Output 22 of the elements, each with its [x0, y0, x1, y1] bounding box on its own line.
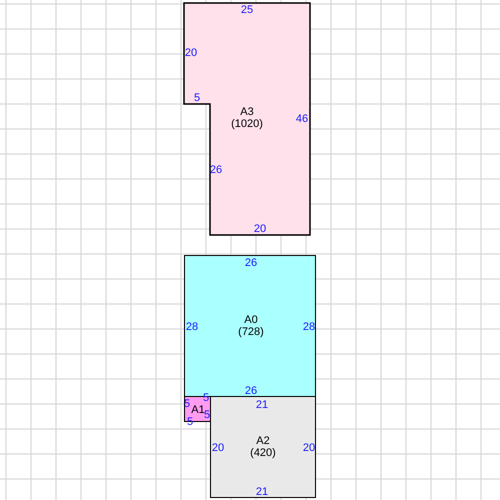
area-value: (1020)	[231, 118, 263, 130]
side-length: 5	[194, 92, 200, 104]
area-value: (728)	[238, 326, 264, 338]
area-value: (420)	[250, 447, 276, 459]
area-name: A0	[244, 314, 258, 326]
side-length: 20	[302, 442, 316, 454]
side-length: 21	[256, 399, 268, 411]
area-box	[210, 396, 316, 498]
side-length: 26	[244, 257, 258, 269]
side-length: 20	[254, 223, 266, 235]
area-name: A1	[191, 404, 205, 416]
side-length: 28	[186, 321, 198, 333]
side-length: 46	[296, 113, 308, 125]
side-length: 20	[184, 47, 198, 59]
side-length: 20	[212, 442, 224, 454]
area-name: A2	[256, 435, 270, 447]
side-length: 25	[240, 4, 254, 16]
side-length: 28	[302, 321, 316, 333]
side-length: 26	[244, 385, 258, 397]
side-length: 5	[204, 409, 210, 421]
side-length: 21	[256, 486, 268, 498]
area-name: A3	[240, 106, 254, 118]
